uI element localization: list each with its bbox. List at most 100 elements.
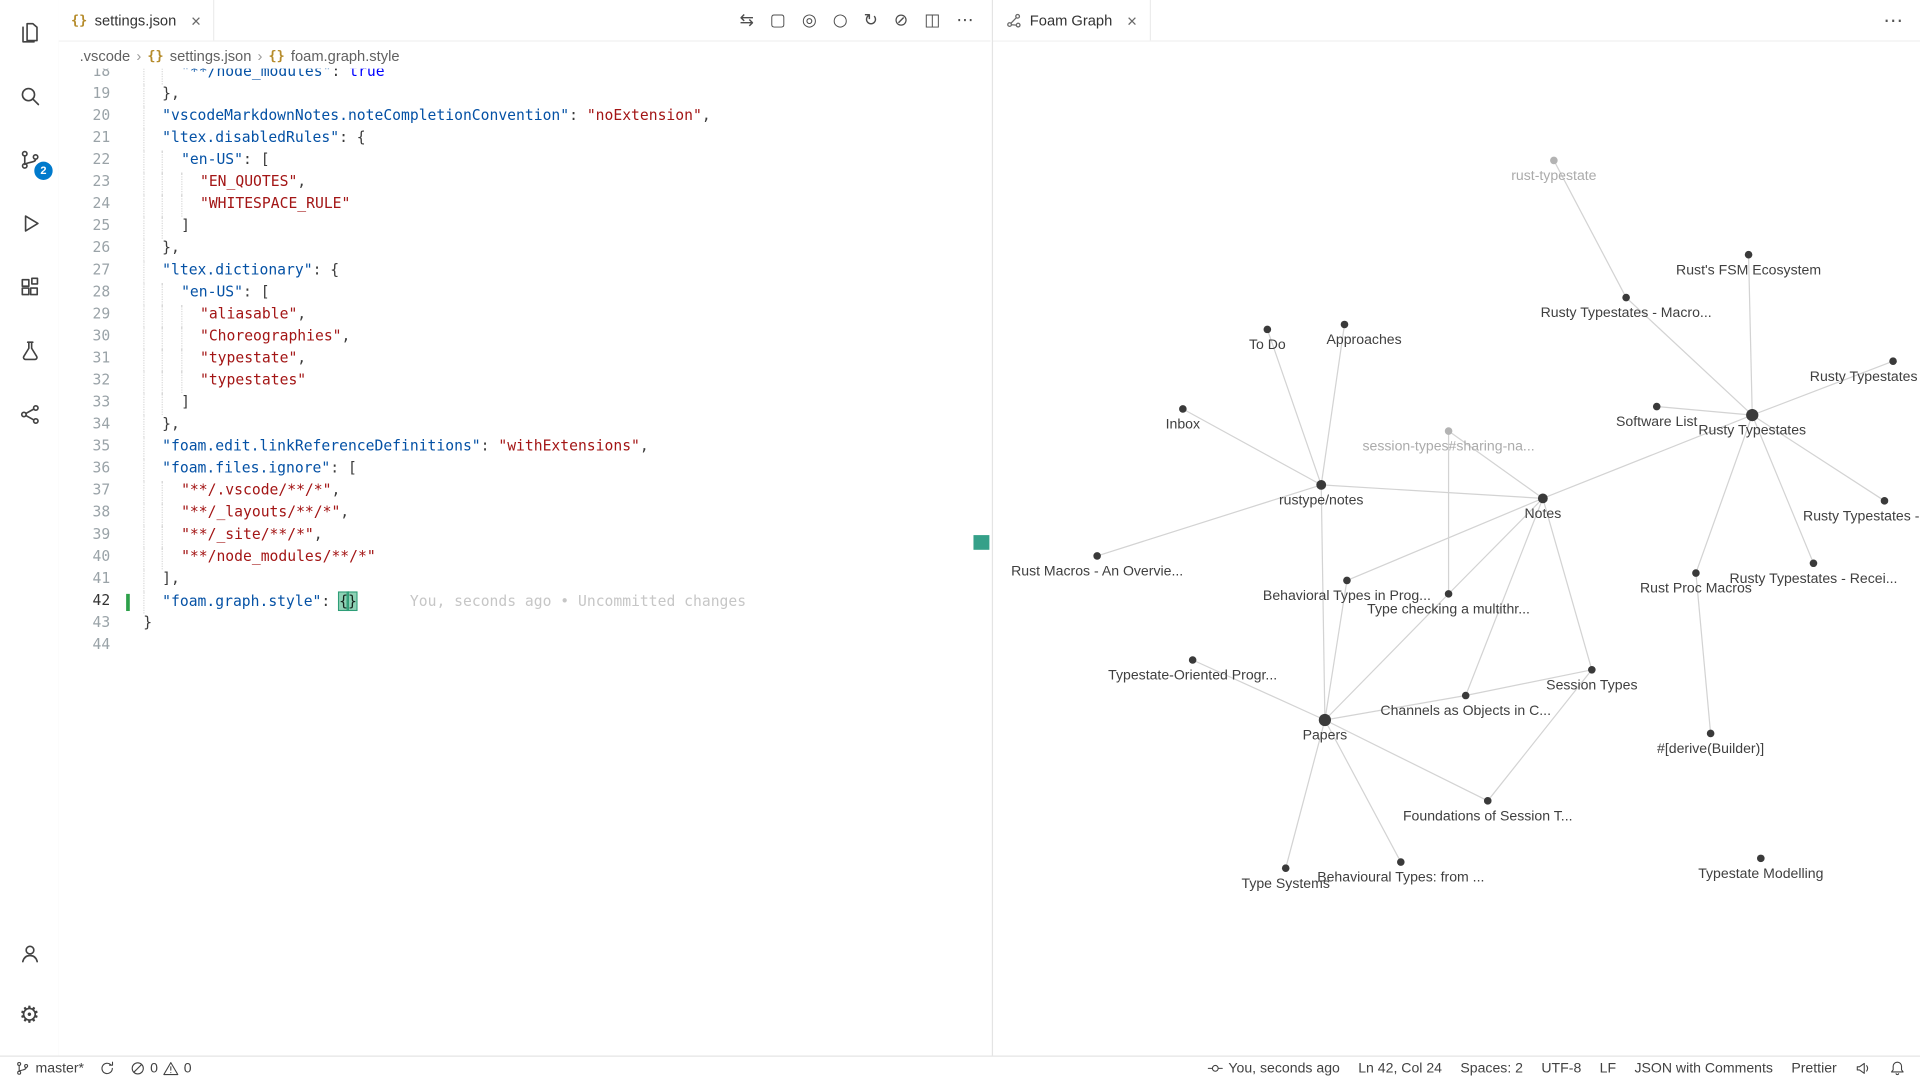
code-line-36[interactable]: 36"foam.files.ignore": [ <box>59 459 991 482</box>
code-line-32[interactable]: 32"typestates" <box>59 371 991 394</box>
activity-bar-item-testing[interactable] <box>0 318 59 382</box>
graph-node-label-behavioral-types-prog[interactable]: Behavioral Types in Prog... <box>1263 587 1431 603</box>
graph-node-papers[interactable] <box>1318 713 1332 727</box>
tab-close-icon[interactable]: × <box>190 10 201 30</box>
activity-bar-item-accounts[interactable] <box>0 921 59 985</box>
breadcrumb-vscode[interactable]: .vscode <box>79 47 131 65</box>
graph-node-notes[interactable] <box>1537 493 1548 504</box>
graph-node-label-type-checking[interactable]: Type checking a multithr... <box>1367 600 1530 616</box>
code-line-44[interactable]: 44 <box>59 636 991 658</box>
graph-node-inbox[interactable] <box>1179 405 1187 413</box>
activity-bar-item-run-and-debug[interactable] <box>0 191 59 255</box>
status-blame[interactable]: You, seconds ago <box>1208 1060 1340 1076</box>
graph-node-type-systems[interactable] <box>1281 864 1290 872</box>
graph-node-behavioral-types-prog[interactable] <box>1343 576 1351 585</box>
status-cursor-position[interactable]: Ln 42, Col 24 <box>1358 1061 1442 1076</box>
graph-node-label-papers[interactable]: Papers <box>1303 727 1348 743</box>
code-line-41[interactable]: 41], <box>59 569 991 592</box>
graph-node-rust-proc-macros[interactable] <box>1692 569 1700 577</box>
code-line-38[interactable]: 38"**/_layouts/**/*", <box>59 503 991 526</box>
graph-node-label-rustype-notes[interactable]: rustype/notes <box>1279 491 1364 507</box>
graph-node-label-typestate-modelling[interactable]: Typestate Modelling <box>1698 865 1823 881</box>
graph-node-label-rust-proc-macros[interactable]: Rust Proc Macros <box>1640 580 1752 596</box>
graph-node-session-types-sharing[interactable] <box>1444 427 1453 435</box>
graph-node-session-types[interactable] <box>1588 665 1596 674</box>
more-actions-icon[interactable]: ⋯ <box>956 10 974 30</box>
graph-node-label-notes[interactable]: Notes <box>1524 505 1561 521</box>
code-line-37[interactable]: 37"**/.vscode/**/*", <box>59 481 991 504</box>
tab-settings-json[interactable]: {} settings.json × <box>58 0 215 41</box>
code-line-22[interactable]: 22"en-US": [ <box>59 150 991 173</box>
code-line-23[interactable]: 23"EN_QUOTES", <box>59 172 991 195</box>
graph-node-software-list[interactable] <box>1652 402 1661 411</box>
graph-node-rusty-typestates-macro[interactable] <box>1622 293 1630 302</box>
graph-node-label-rusts-fsm-ecosystem[interactable]: Rust's FSM Ecosystem <box>1676 261 1821 277</box>
code-line-31[interactable]: 31"typestate", <box>59 348 991 372</box>
refresh-icon[interactable]: ↻ <box>863 10 878 30</box>
graph-node-label-session-types[interactable]: Session Types <box>1546 676 1637 692</box>
graph-node-to-do[interactable] <box>1263 325 1272 334</box>
tab-close-icon[interactable]: × <box>1126 10 1137 30</box>
target-icon[interactable]: ◎ <box>801 10 817 30</box>
graph-node-label-rusty-typestates-2[interactable]: Rusty Typestates - <box>1803 507 1920 523</box>
status-encoding[interactable]: UTF-8 <box>1541 1061 1581 1076</box>
graph-node-foundations-session[interactable] <box>1483 797 1492 805</box>
graph-node-label-rusty-typestates[interactable]: Rusty Typestates <box>1698 422 1806 438</box>
code-line-25[interactable]: 25] <box>59 216 991 239</box>
code-line-39[interactable]: 39"**/_site/**/*", <box>59 525 991 548</box>
status-git-branch[interactable]: master* <box>15 1060 84 1076</box>
graph-node-rusty-typestates-2[interactable] <box>1880 497 1889 505</box>
graph-node-label-session-types-sharing[interactable]: session-types#sharing-na... <box>1362 438 1534 454</box>
graph-node-label-rusty-typestates-recei[interactable]: Rusty Typestates - Recei... <box>1729 570 1897 586</box>
circle-slash-icon[interactable]: ⊘ <box>893 10 909 30</box>
graph-node-derive-builder[interactable] <box>1706 729 1715 738</box>
activity-bar-item-extensions[interactable] <box>0 255 59 319</box>
code-line-24[interactable]: 24"WHITESPACE_RULE" <box>59 194 991 217</box>
status-notifications[interactable] <box>1889 1060 1905 1076</box>
code-line-21[interactable]: 21"ltex.disabledRules": { <box>59 128 991 151</box>
graph-node-typestate-oriented[interactable] <box>1188 656 1197 664</box>
status-indentation[interactable]: Spaces: 2 <box>1460 1061 1523 1076</box>
graph-node-label-typestate-oriented[interactable]: Typestate-Oriented Progr... <box>1108 667 1277 683</box>
status-eol[interactable]: LF <box>1600 1061 1616 1076</box>
breadcrumb-foam-graph-style[interactable]: foam.graph.style <box>290 47 400 65</box>
activity-bar-item-manage[interactable]: ⚙ <box>0 984 59 1048</box>
open-preview-icon[interactable]: ▢ <box>769 10 786 30</box>
circle-outline-icon[interactable]: ○ <box>832 10 848 30</box>
graph-node-typestate-modelling[interactable] <box>1757 854 1765 863</box>
breadcrumb-settings-json[interactable]: settings.json <box>169 47 252 65</box>
status-sync[interactable] <box>99 1060 115 1076</box>
graph-node-label-rust-typestate[interactable]: rust-typestate <box>1511 167 1596 183</box>
graph-node-label-type-systems[interactable]: Type Systems <box>1242 875 1330 891</box>
tab-foam-graph[interactable]: Foam Graph × <box>993 0 1151 41</box>
code-line-20[interactable]: 20"vscodeMarkdownNotes.noteCompletionCon… <box>59 106 991 129</box>
graph-node-label-foundations-session[interactable]: Foundations of Session T... <box>1403 807 1573 823</box>
code-line-19[interactable]: 19}, <box>59 84 991 107</box>
code-line-40[interactable]: 40"**/node_modules/**/*" <box>59 547 991 570</box>
activity-bar-item-explorer[interactable] <box>0 0 59 64</box>
code-line-29[interactable]: 29"aliasable", <box>59 304 991 327</box>
activity-bar-item-search[interactable] <box>0 64 59 128</box>
graph-node-label-inbox[interactable]: Inbox <box>1166 416 1200 432</box>
code-line-27[interactable]: 27"ltex.dictionary": { <box>59 260 991 283</box>
graph-node-label-approaches[interactable]: Approaches <box>1327 331 1402 347</box>
graph-node-rusty-typestates-recei[interactable] <box>1809 559 1818 568</box>
code-line-35[interactable]: 35"foam.edit.linkReferenceDefinitions": … <box>59 437 991 460</box>
code-line-26[interactable]: 26}, <box>59 238 991 261</box>
code-line-34[interactable]: 34}, <box>59 415 991 438</box>
code-line-28[interactable]: 28"en-US": [ <box>59 282 991 305</box>
code-line-18[interactable]: 18"**/node_modules": true <box>59 68 991 85</box>
code-line-33[interactable]: 33] <box>59 393 991 416</box>
graph-node-label-channels-objects[interactable]: Channels as Objects in C... <box>1380 702 1551 718</box>
graph-node-rust-macros-overview[interactable] <box>1093 552 1101 560</box>
more-actions-icon[interactable]: ⋯ <box>1883 8 1903 32</box>
status-feedback[interactable] <box>1855 1060 1871 1076</box>
split-editor-icon[interactable]: ◫ <box>924 10 941 30</box>
graph-node-label-rust-macros-overview[interactable]: Rust Macros - An Overvie... <box>1011 563 1183 579</box>
graph-node-label-rusty-typestates-macro[interactable]: Rusty Typestates - Macro... <box>1541 304 1712 320</box>
graph-node-label-software-list[interactable]: Software List <box>1616 413 1697 429</box>
graph-node-behavioural-types-from[interactable] <box>1397 858 1405 866</box>
code-line-42[interactable]: 42"foam.graph.style": {}You, seconds ago… <box>59 591 991 614</box>
activity-bar-item-remote-explorer[interactable] <box>0 382 59 446</box>
